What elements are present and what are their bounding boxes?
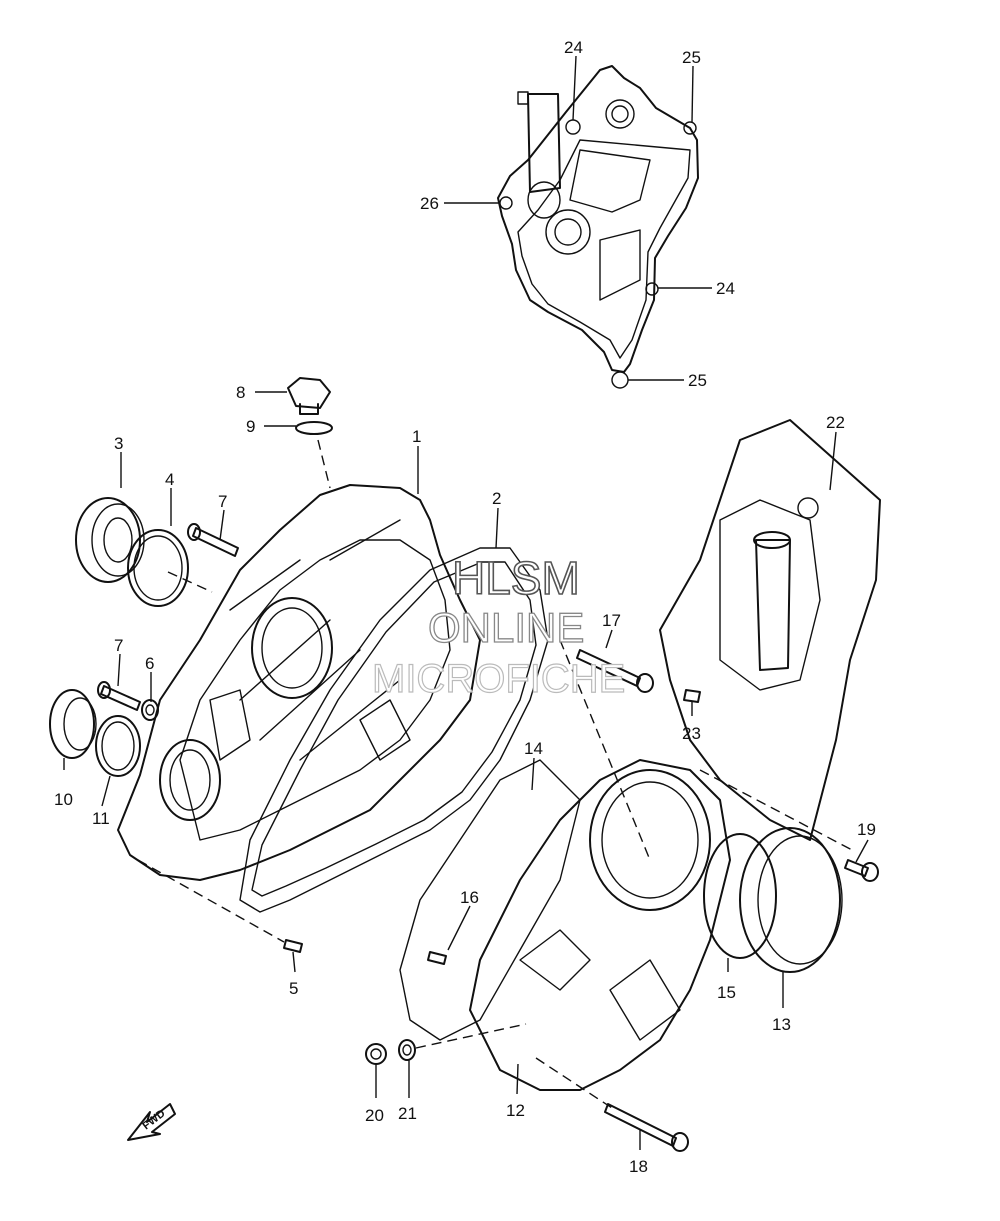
watermark-line-2: ONLINE: [428, 604, 584, 651]
arrow-fwd-icon: [127, 1103, 176, 1141]
callout-25: 25: [682, 48, 701, 67]
dowel-23-part: [683, 689, 701, 703]
washer-6-part: [141, 699, 159, 721]
callout-2: 2: [492, 489, 501, 508]
callout-11: 11: [92, 809, 110, 828]
callout-12: 12: [506, 1101, 525, 1120]
callout-24: 24: [716, 279, 735, 298]
leader-lines: [63, 55, 869, 1150]
sprocket-cover-part: [497, 65, 699, 389]
dowel-5-part: [283, 939, 303, 953]
o-ring-part: [127, 529, 189, 607]
bolt-19-part: [844, 859, 879, 882]
callout-3: 3: [114, 434, 123, 453]
callout-20: 20: [365, 1106, 384, 1125]
callout-13: 13: [772, 1015, 791, 1034]
oil-seal-part: [75, 497, 145, 583]
bolt-7-upper-part: [187, 523, 239, 557]
o-ring-small-part: [95, 715, 141, 777]
o-ring-15-part: [703, 833, 777, 959]
callout-labels: 24 25 26 24 25 8 9 1 22 3 4 2 7 17 7 6 2…: [54, 38, 876, 1176]
callout-5: 5: [289, 979, 298, 998]
generator-gasket-part: [399, 759, 581, 1041]
o-ring-9-part: [295, 421, 333, 435]
watermark-line-1: HLSM: [452, 552, 580, 604]
dowel-16-part: [427, 951, 447, 965]
clutch-cover-part: [117, 484, 481, 881]
callout-14: 14: [524, 739, 543, 758]
callout-16: 16: [460, 888, 479, 907]
forward-direction-marker: FWD: [127, 1103, 176, 1141]
generator-cover-part: [469, 759, 731, 1091]
washer-21-part: [398, 1039, 416, 1061]
oil-filler-plug-part: [287, 377, 331, 415]
callout-25: 25: [688, 371, 707, 390]
callout-17: 17: [602, 611, 621, 630]
gasket-part: [239, 547, 549, 913]
watermark: HLSM ONLINE MICROFICHE: [371, 551, 626, 701]
callout-24: 24: [564, 38, 583, 57]
callout-21: 21: [398, 1104, 417, 1123]
callout-7: 7: [218, 492, 227, 511]
callout-9: 9: [246, 417, 255, 436]
callout-4: 4: [165, 470, 174, 489]
drain-bolt-20-part: [365, 1043, 387, 1065]
watermark-line-3: MICROFICHE: [372, 657, 625, 701]
callout-10: 10: [54, 790, 73, 809]
bolt-7-lower-part: [97, 681, 141, 711]
callout-26: 26: [420, 194, 439, 213]
alignment-lines: [137, 439, 853, 1109]
bolt-18-part: [604, 1103, 689, 1152]
callout-23: 23: [682, 724, 701, 743]
inspection-cover-part: [739, 827, 843, 973]
callout-22: 22: [826, 413, 845, 432]
callout-15: 15: [717, 983, 736, 1002]
callout-19: 19: [857, 820, 876, 839]
callout-6: 6: [145, 654, 154, 673]
bolt-17-part: [576, 649, 654, 693]
callout-1: 1: [412, 427, 421, 446]
callout-8: 8: [236, 383, 245, 402]
callout-7: 7: [114, 636, 123, 655]
chain-cover-part: [659, 419, 881, 841]
oil-seal-small-part: [49, 689, 97, 759]
callout-18: 18: [629, 1157, 648, 1176]
